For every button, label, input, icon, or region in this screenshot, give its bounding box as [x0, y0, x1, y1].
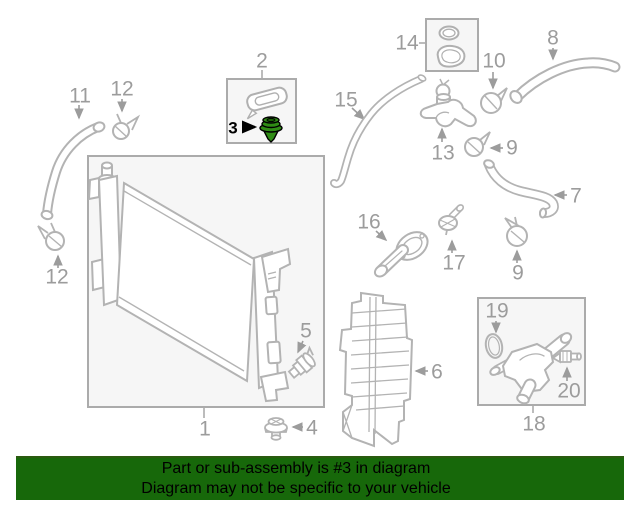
- thermostat-housing-drawing: [489, 332, 573, 405]
- hose-clamp-12-bottom: [37, 222, 65, 251]
- hose-clamp-9-lower: [504, 216, 528, 247]
- air-guard-drawing: [338, 291, 414, 448]
- part-label-12a: 12: [110, 77, 134, 101]
- hose-clamp-9-upper: [464, 131, 491, 157]
- drain-plug-drawing: [287, 345, 316, 379]
- part-label-7: 7: [570, 184, 582, 208]
- temp-sensor-drawing: [551, 350, 582, 364]
- part-boxes: [87, 18, 586, 408]
- part-label-1: 1: [199, 417, 211, 441]
- part-label-18: 18: [522, 412, 546, 436]
- thermostat-drawing: [438, 204, 465, 236]
- diagram-note-banner: Part or sub-assembly is #3 in diagram Di…: [16, 456, 624, 500]
- banner-line-1: Part or sub-assembly is #3 in diagram: [161, 460, 431, 477]
- hose-8-drawing: [509, 57, 621, 104]
- hose-clamp-12-top: [112, 113, 141, 140]
- part-label-11: 11: [69, 84, 91, 108]
- part-label-2: 2: [256, 49, 268, 73]
- part-label-20: 20: [557, 379, 581, 403]
- part-label-3: 3: [228, 118, 238, 138]
- hose-7-drawing: [483, 159, 559, 219]
- banner-text: Part or sub-assembly is #3 in diagram Di…: [16, 459, 576, 499]
- part-label-4: 4: [306, 416, 318, 440]
- part-label-19: 19: [485, 299, 509, 323]
- part-label-9b: 9: [512, 261, 524, 285]
- upper-hose-drawing: [40, 121, 106, 221]
- part-label-8: 8: [547, 26, 559, 50]
- banner-line-2: Diagram may not be specific to your vehi…: [141, 480, 451, 497]
- part-label-15: 15: [334, 88, 358, 112]
- radiator-cap-top-view: [246, 86, 288, 120]
- gasket-set-drawing: [436, 25, 466, 68]
- part-label-5: 5: [300, 319, 312, 343]
- mount-bushing-drawing: [264, 417, 288, 441]
- part-label-9a: 9: [506, 136, 518, 160]
- leader-lines: [203, 42, 534, 418]
- callout-arrows: [53, 48, 572, 432]
- part-label-10: 10: [482, 49, 506, 73]
- part-label-16: 16: [357, 210, 381, 234]
- part-label-6: 6: [431, 360, 443, 384]
- o-ring-drawing: [484, 333, 504, 359]
- water-inlet-pipe-drawing: [373, 231, 429, 278]
- part-label-13: 13: [431, 141, 455, 165]
- t-connector-drawing: [419, 78, 477, 128]
- radiator-drawing: [87, 161, 292, 403]
- hose-15-drawing: [330, 74, 427, 189]
- part-label-17: 17: [442, 251, 466, 275]
- part-label-12b: 12: [45, 265, 69, 289]
- radiator-cap-highlight: [259, 116, 283, 143]
- part-label-14: 14: [395, 31, 419, 55]
- hose-clamp-10: [480, 87, 508, 114]
